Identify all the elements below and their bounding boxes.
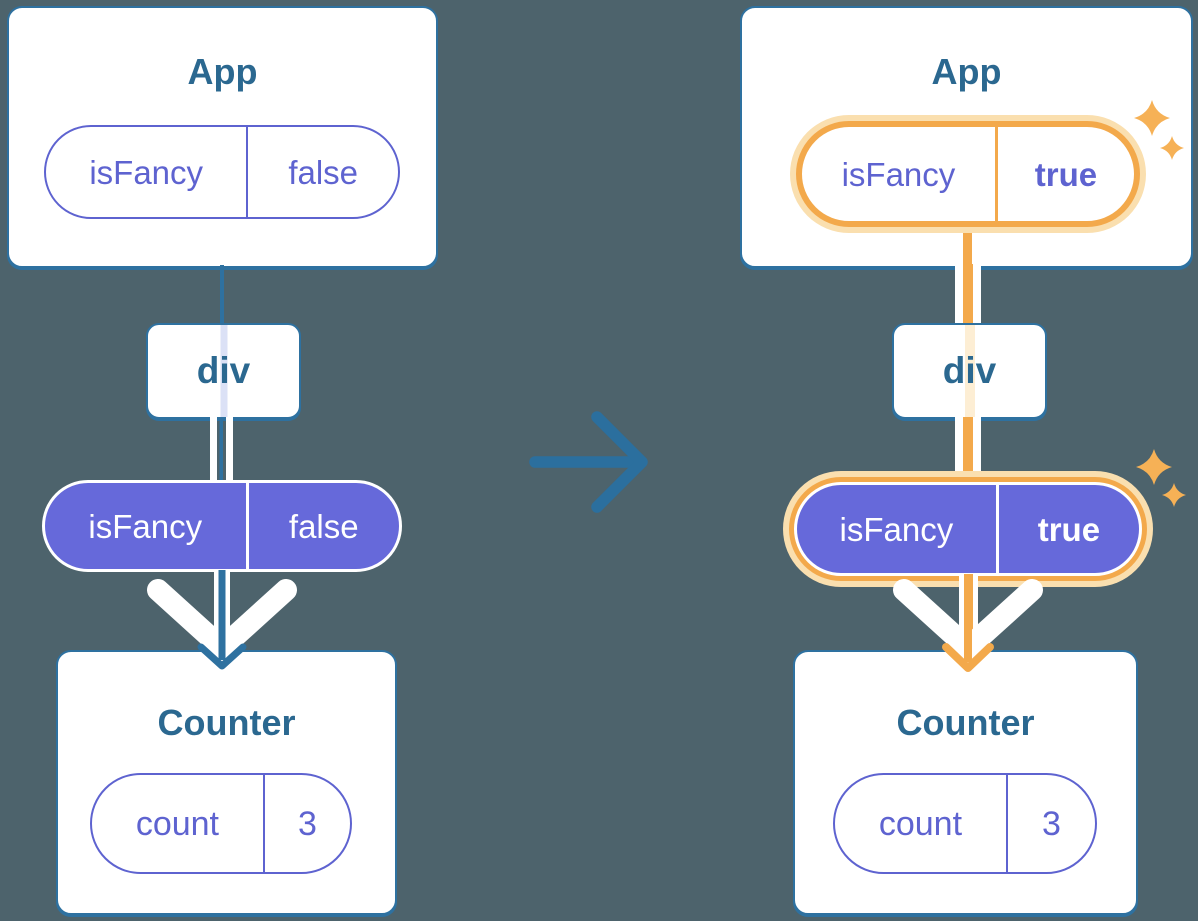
prop-flow-div-to-pill <box>955 417 981 484</box>
sparkles-icon <box>1134 100 1184 160</box>
prop-value-label: true <box>1037 510 1101 548</box>
app-prop-pill-highlighted: isFancy true <box>796 121 1140 227</box>
app-title: App <box>931 51 1002 92</box>
prop-value-label: false <box>288 507 359 545</box>
edge-app-div <box>220 265 224 325</box>
tree-before: App isFancy false div isFancy false Coun… <box>7 6 438 915</box>
counter-state-pill: count 3 <box>833 773 1097 874</box>
state-value-label: 3 <box>297 804 317 843</box>
passed-prop-pill-highlighted: isFancy true <box>794 482 1142 576</box>
counter-state-pill: count 3 <box>90 773 352 874</box>
div-label: div <box>196 350 251 391</box>
prop-flow-shaft-highlighted <box>958 574 978 646</box>
arrow-right-icon <box>529 411 648 513</box>
app-prop-pill: isFancy false <box>44 125 400 219</box>
div-node: div <box>892 323 1047 419</box>
down-arrowhead-icon <box>197 628 247 670</box>
prop-name-label: isFancy <box>797 485 999 573</box>
prop-name-label: isFancy <box>45 483 249 569</box>
down-arrowhead-icon <box>942 626 994 672</box>
prop-flow-app-to-div <box>955 264 981 325</box>
prop-value-label: false <box>288 153 359 191</box>
app-title: App <box>187 51 258 92</box>
div-label: div <box>942 350 997 391</box>
div-node: div <box>146 323 301 419</box>
prop-name-label: isFancy <box>46 127 249 217</box>
prop-pass-stripe <box>964 325 975 417</box>
state-value-label: 3 <box>1041 804 1061 843</box>
edge-app-div-highlighted <box>963 226 972 268</box>
prop-name-label: isFancy <box>802 127 998 221</box>
prop-value-label: true <box>1034 155 1098 193</box>
tree-after: App isFancy true div isFancy true Counte… <box>740 0 1198 921</box>
state-name-label: count <box>835 775 1008 872</box>
prop-flow-div-to-pill <box>210 417 233 482</box>
passed-prop-pill: isFancy false <box>42 480 402 572</box>
prop-pass-stripe <box>220 325 227 417</box>
sparkles-icon <box>1136 449 1186 507</box>
prop-flow-shaft <box>214 570 230 646</box>
counter-title: Counter <box>157 702 296 743</box>
state-name-label: count <box>92 775 265 872</box>
counter-title: Counter <box>896 702 1035 743</box>
